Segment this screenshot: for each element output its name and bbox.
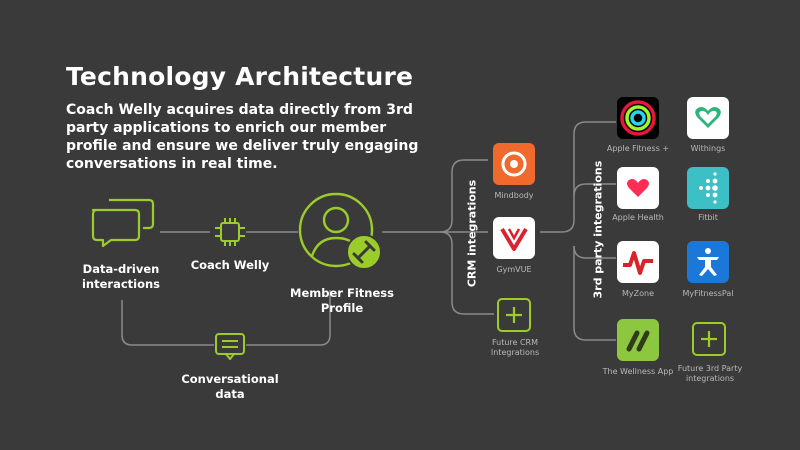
myfitnesspal-label: MyFitnessPal (682, 289, 734, 298)
page-description: Coach Welly acquires data directly from … (66, 102, 419, 172)
data-driven-label: Data-driven interactions (81, 262, 161, 291)
chat-bubbles-icon (89, 196, 155, 252)
withings-app-icon[interactable] (687, 97, 729, 139)
mindbody-app-icon[interactable] (493, 143, 535, 185)
withings-label: Withings (690, 144, 726, 153)
wellness-app-icon[interactable] (617, 319, 659, 361)
apple-health-label: Apple Health (612, 213, 664, 222)
future-crm-label: Future CRM Integrations (490, 338, 540, 357)
apple-fitness-label: Apple Fitness + (606, 144, 670, 153)
fitbit-app-icon[interactable] (687, 167, 729, 209)
coach-welly-label: Coach Welly (190, 258, 270, 272)
fitbit-label: Fitbit (698, 213, 718, 222)
myzone-app-icon[interactable] (617, 241, 659, 283)
apple-fitness-app-icon[interactable] (617, 97, 659, 139)
myzone-label: MyZone (621, 289, 654, 298)
dumbbell-icon (346, 234, 382, 270)
mindbody-label: Mindbody (494, 191, 534, 200)
gymvue-app-icon[interactable] (493, 217, 535, 259)
member-icon (296, 190, 386, 278)
crm-integrations-label: CRM integrations (465, 179, 479, 288)
myfitnesspal-app-icon[interactable] (687, 241, 729, 283)
page-title: Technology Architecture (66, 62, 414, 91)
wellness-app-label: The Wellness App (602, 367, 674, 376)
chip-icon (214, 217, 246, 251)
plus-icon[interactable] (692, 322, 726, 356)
third-party-integrations-label: 3rd party integrations (591, 160, 605, 299)
gymvue-label: GymVUE (496, 265, 532, 274)
plus-icon[interactable] (497, 298, 531, 332)
member-profile-label: Member Fitness Profile (290, 286, 394, 315)
apple-health-app-icon[interactable] (617, 167, 659, 209)
future-third-party-label: Future 3rd Party integrations (677, 364, 743, 383)
message-icon (214, 332, 246, 364)
conversational-label: Conversational data (181, 372, 279, 401)
